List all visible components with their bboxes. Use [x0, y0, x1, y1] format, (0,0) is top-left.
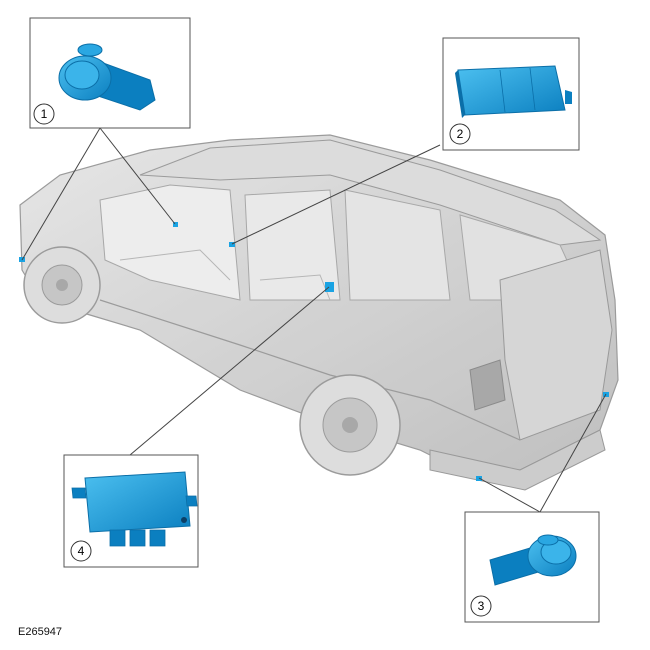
- marker-sensor-front-2: [173, 222, 178, 227]
- parking-aid-control-module-icon: [71, 471, 198, 547]
- callout-box-1: 1: [29, 17, 191, 129]
- callout-box-4: 4: [63, 454, 199, 568]
- callout-box-3: 3: [464, 511, 600, 623]
- callout-number-2: 2: [457, 127, 464, 141]
- marker-module-2: [229, 242, 235, 247]
- callout-number-4-circle: [70, 540, 92, 562]
- callout-number-1-circle: [33, 103, 55, 125]
- callout-number-2-circle: [449, 123, 471, 145]
- parking-aid-module-icon: [455, 65, 572, 118]
- vehicle-phantom-view: [19, 134, 619, 491]
- callout-number-3-circle: [470, 595, 492, 617]
- callout-number-3: 3: [478, 599, 485, 613]
- callout-number-1: 1: [41, 107, 48, 121]
- marker-module-4: [325, 282, 334, 292]
- parking-aid-sensor-icon: [58, 43, 156, 111]
- callout-box-2: 2: [442, 37, 580, 151]
- leader-lines: [21, 127, 607, 513]
- parking-aid-sensor-rear-icon: [489, 534, 577, 586]
- figure-id-label: E265947: [18, 626, 63, 638]
- callout-number-4: 4: [78, 544, 85, 558]
